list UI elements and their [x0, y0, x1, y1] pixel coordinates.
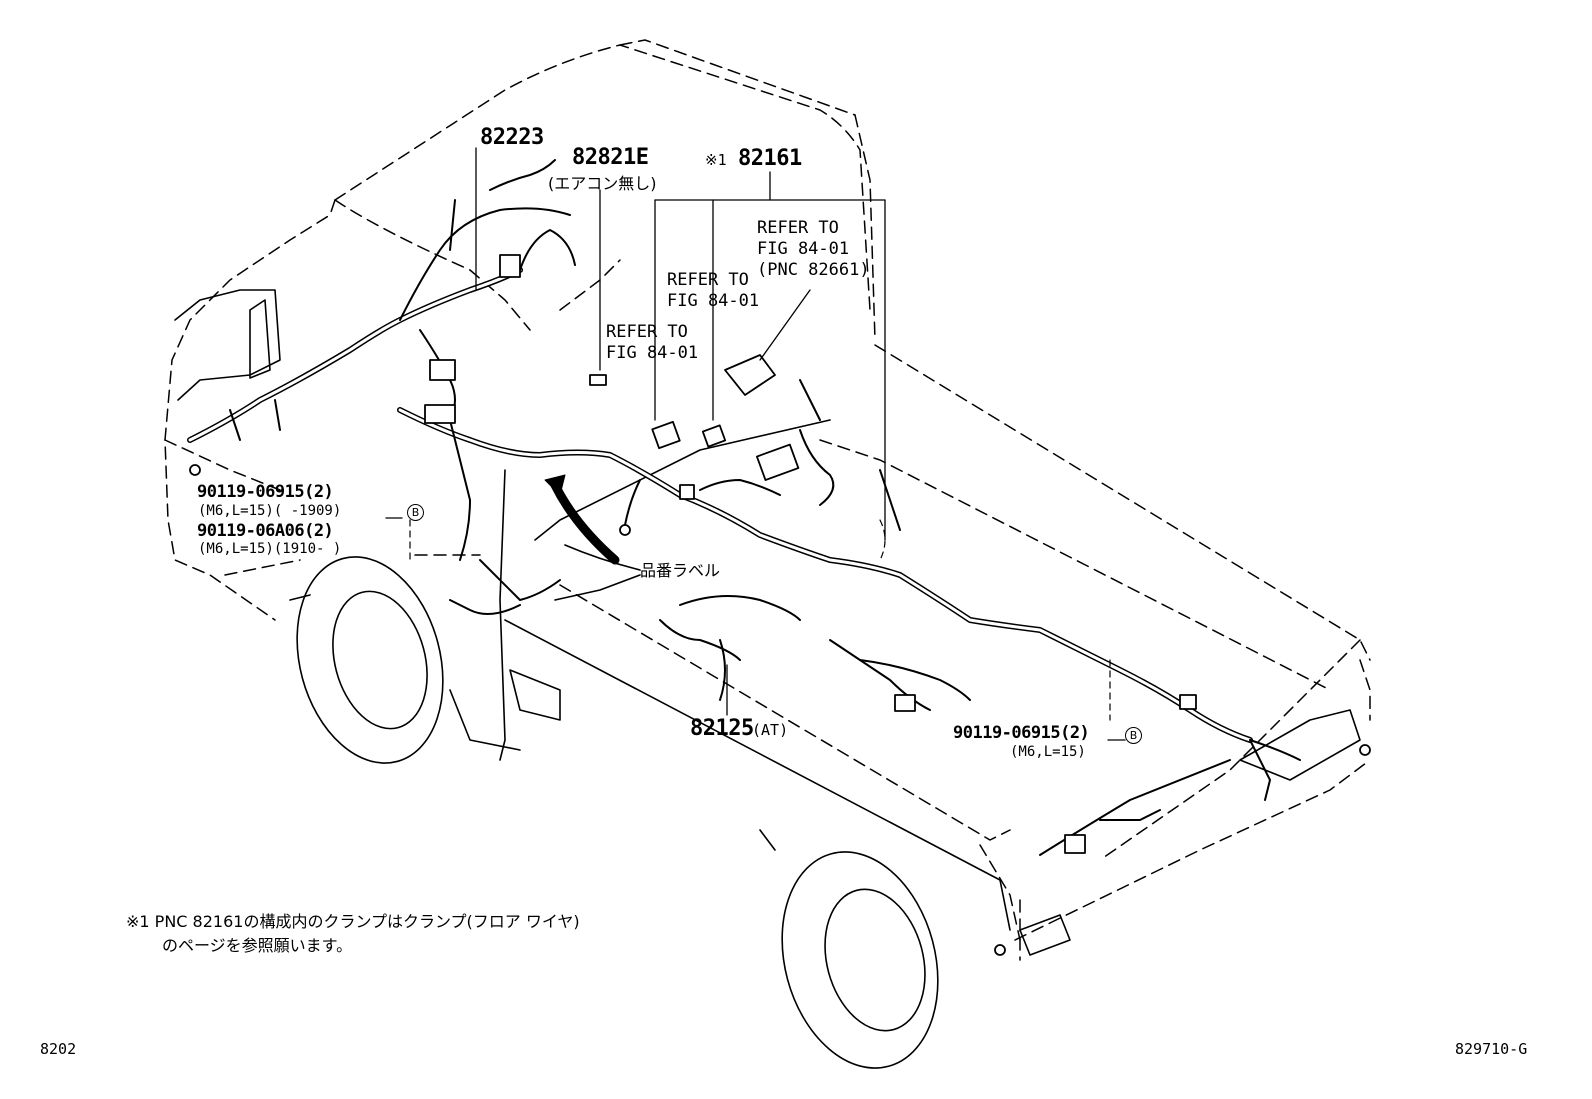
part-note-no-aircon: (エアコン無し) — [548, 174, 657, 193]
refer-note-line: REFER TO — [667, 270, 749, 290]
marker-b-icon: B — [407, 504, 424, 521]
bolt-part-number-left-a: 90119-06915(2) — [197, 482, 334, 502]
connectors — [189, 254, 1371, 956]
body-solid — [174, 289, 1361, 1069]
footnote-line-2: のページを参照願います。 — [162, 936, 353, 955]
refer-note-line: REFER TO — [757, 218, 839, 238]
part-number-82125: 82125 — [690, 716, 754, 741]
bolt-spec-right: (M6,L=15) — [1010, 744, 1086, 760]
main-harness — [187, 267, 1253, 743]
refer-note-left: REFER TO FIG 84-01 — [606, 322, 698, 364]
refer-note-line: (PNC 82661) — [757, 260, 870, 280]
bolt-marker-right: B — [1125, 725, 1142, 744]
part-note-at: (AT) — [752, 721, 789, 739]
refer-note-middle: REFER TO FIG 84-01 — [667, 270, 759, 312]
bolt-spec-left-a: (M6,L=15)( -1909) — [198, 503, 342, 519]
footnote-mark-1: ※1 — [705, 151, 727, 169]
page-code-left: 8202 — [40, 1040, 77, 1058]
part-number-82821e: 82821E — [572, 145, 649, 170]
refer-note-line: REFER TO — [606, 322, 688, 342]
marker-b-icon: B — [1125, 727, 1142, 744]
dashed-leaders — [409, 519, 1111, 721]
main-harness-inner — [188, 268, 1252, 742]
bed-outline — [559, 344, 1371, 961]
refer-note-line: FIG 84-01 — [667, 291, 760, 311]
cab-outline — [164, 39, 876, 621]
part-label-note: 品番ラベル — [640, 561, 721, 580]
bolt-spec-left-b: (M6,L=15)(1910- ) — [198, 541, 342, 557]
part-number-82223: 82223 — [480, 125, 544, 150]
bolt-marker-left: B — [407, 502, 424, 521]
part-number-82161: 82161 — [738, 146, 802, 171]
refer-note-pnc-82661: REFER TO FIG 84-01 (PNC 82661) — [757, 218, 870, 281]
leader-lines — [385, 147, 1126, 741]
refer-note-line: FIG 84-01 — [757, 239, 850, 259]
footnote-line-1: ※1 PNC 82161の構成内のクランプはクランプ(フロア ワイヤ) — [126, 912, 580, 931]
bolt-part-number-left-b: 90119-06A06(2) — [197, 521, 334, 541]
bolt-part-number-right: 90119-06915(2) — [953, 723, 1090, 743]
refer-note-line: FIG 84-01 — [606, 343, 699, 363]
page-code-right: 829710-G — [1455, 1040, 1528, 1058]
